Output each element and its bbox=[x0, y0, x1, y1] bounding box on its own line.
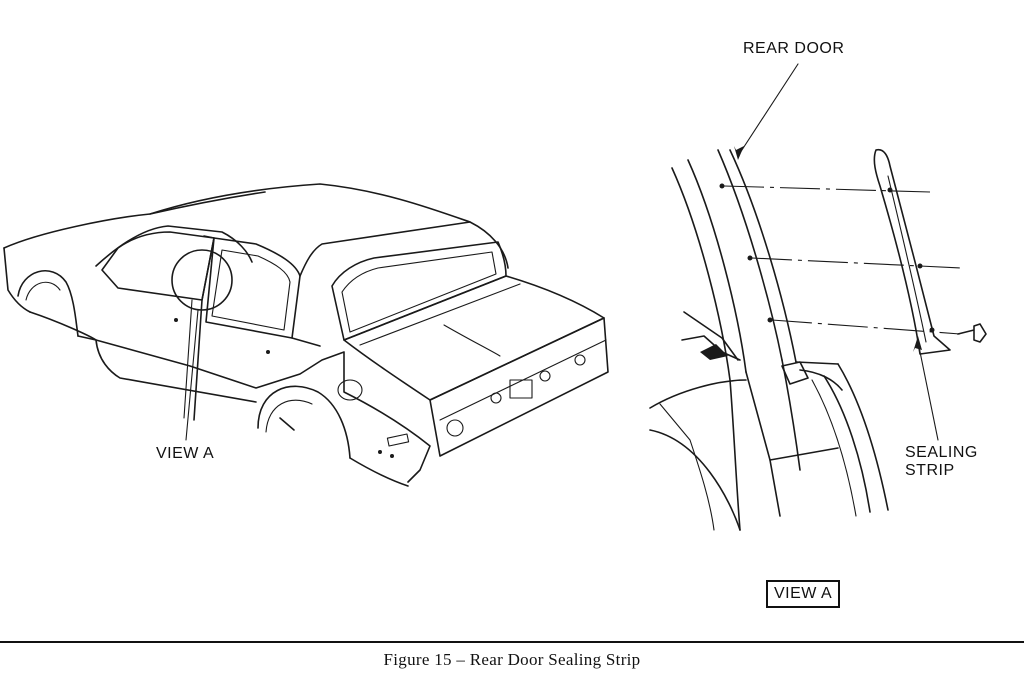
rear-wheel-arch bbox=[257, 385, 351, 459]
body-side bbox=[77, 335, 431, 483]
view-a-leader bbox=[185, 309, 199, 441]
caption-rule bbox=[0, 641, 1024, 643]
door-frame-outer bbox=[671, 167, 741, 531]
trunk-lid bbox=[343, 275, 605, 401]
front-door-window bbox=[101, 231, 215, 301]
sealing-strip-leader bbox=[917, 341, 939, 441]
sealing-strip-label: SEALING STRIP bbox=[905, 444, 978, 480]
rear-door-leader bbox=[737, 63, 799, 157]
sealing-strip bbox=[873, 148, 951, 355]
b-pillar bbox=[193, 235, 215, 421]
front-wheel-arch bbox=[17, 270, 79, 337]
rear-door-label: REAR DOOR bbox=[743, 40, 845, 57]
car-front-end bbox=[3, 247, 31, 313]
sealing-strip-label-line1: SEALING bbox=[905, 444, 978, 461]
alignment-line-3 bbox=[771, 319, 961, 335]
push-pin-fastener bbox=[957, 323, 987, 343]
alignment-line-2 bbox=[751, 257, 963, 269]
view-a-box-label: VIEW A bbox=[766, 580, 841, 608]
view-a-circle bbox=[171, 249, 233, 311]
view-a-detail bbox=[649, 63, 987, 531]
figure-caption: Figure 15 – Rear Door Sealing Strip bbox=[383, 650, 641, 669]
alignment-line-1 bbox=[723, 185, 931, 193]
rear-door-window bbox=[205, 237, 301, 339]
rear-panel bbox=[429, 317, 609, 457]
sealing-strip-label-line2: STRIP bbox=[905, 462, 955, 479]
car-illustration bbox=[3, 183, 609, 487]
view-a-callout-label: VIEW A bbox=[156, 445, 215, 462]
rear-window bbox=[331, 241, 507, 341]
door-frame-inner bbox=[717, 149, 783, 361]
car-roof bbox=[149, 183, 509, 269]
